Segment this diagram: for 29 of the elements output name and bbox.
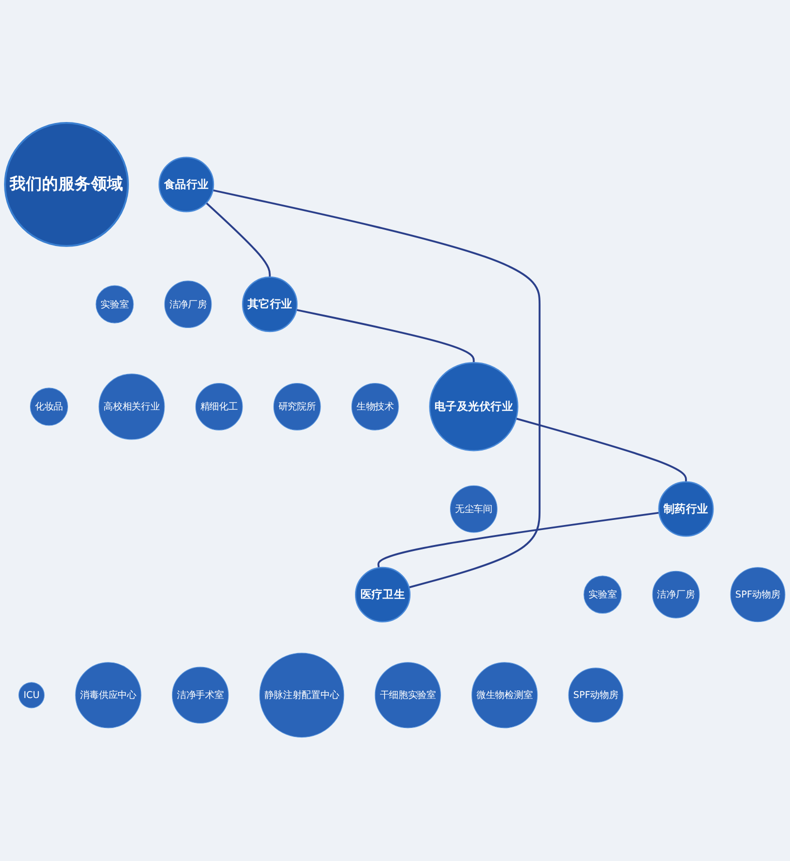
- node-circle: 实验室: [96, 286, 134, 324]
- node-circle: 化妆品: [30, 388, 68, 426]
- connector: [212, 190, 541, 589]
- node-circle: 洁净厂房: [652, 571, 700, 619]
- node-circle: 食品行业: [158, 157, 214, 213]
- node-circle: 实验室: [584, 576, 622, 614]
- node-circle: 洁净厂房: [164, 280, 212, 328]
- node-circle: 我们的服务领域: [4, 122, 129, 248]
- node-circle: 无尘车间: [450, 486, 498, 534]
- node-circle: 微生物检测室: [472, 662, 538, 729]
- node-circle: ICU: [18, 682, 45, 709]
- node-circle: 其它行业: [242, 276, 298, 332]
- node-circle: 静脉注射配置中心: [259, 653, 344, 738]
- node-circle: SPF动物房: [730, 567, 786, 622]
- node-circle: 干细胞实验室: [374, 662, 441, 729]
- node-circle: 洁净手术室: [172, 667, 229, 724]
- node-circle: 制药行业: [658, 482, 714, 538]
- node-circle: 高校相关行业: [98, 374, 165, 440]
- node-circle: 生物技术: [351, 383, 399, 431]
- node-circle: 研究院所: [273, 383, 321, 431]
- connector: [206, 202, 271, 278]
- node-circle: 电子及光伏行业: [429, 362, 518, 452]
- connector: [377, 512, 660, 568]
- node-circle: 医疗卫生: [354, 567, 411, 623]
- node-circle: 消毒供应中心: [75, 662, 142, 729]
- node-circle: 精细化工: [195, 383, 243, 431]
- connector: [516, 418, 687, 482]
- connector: [296, 309, 475, 364]
- node-circle: SPF动物房: [568, 668, 624, 724]
